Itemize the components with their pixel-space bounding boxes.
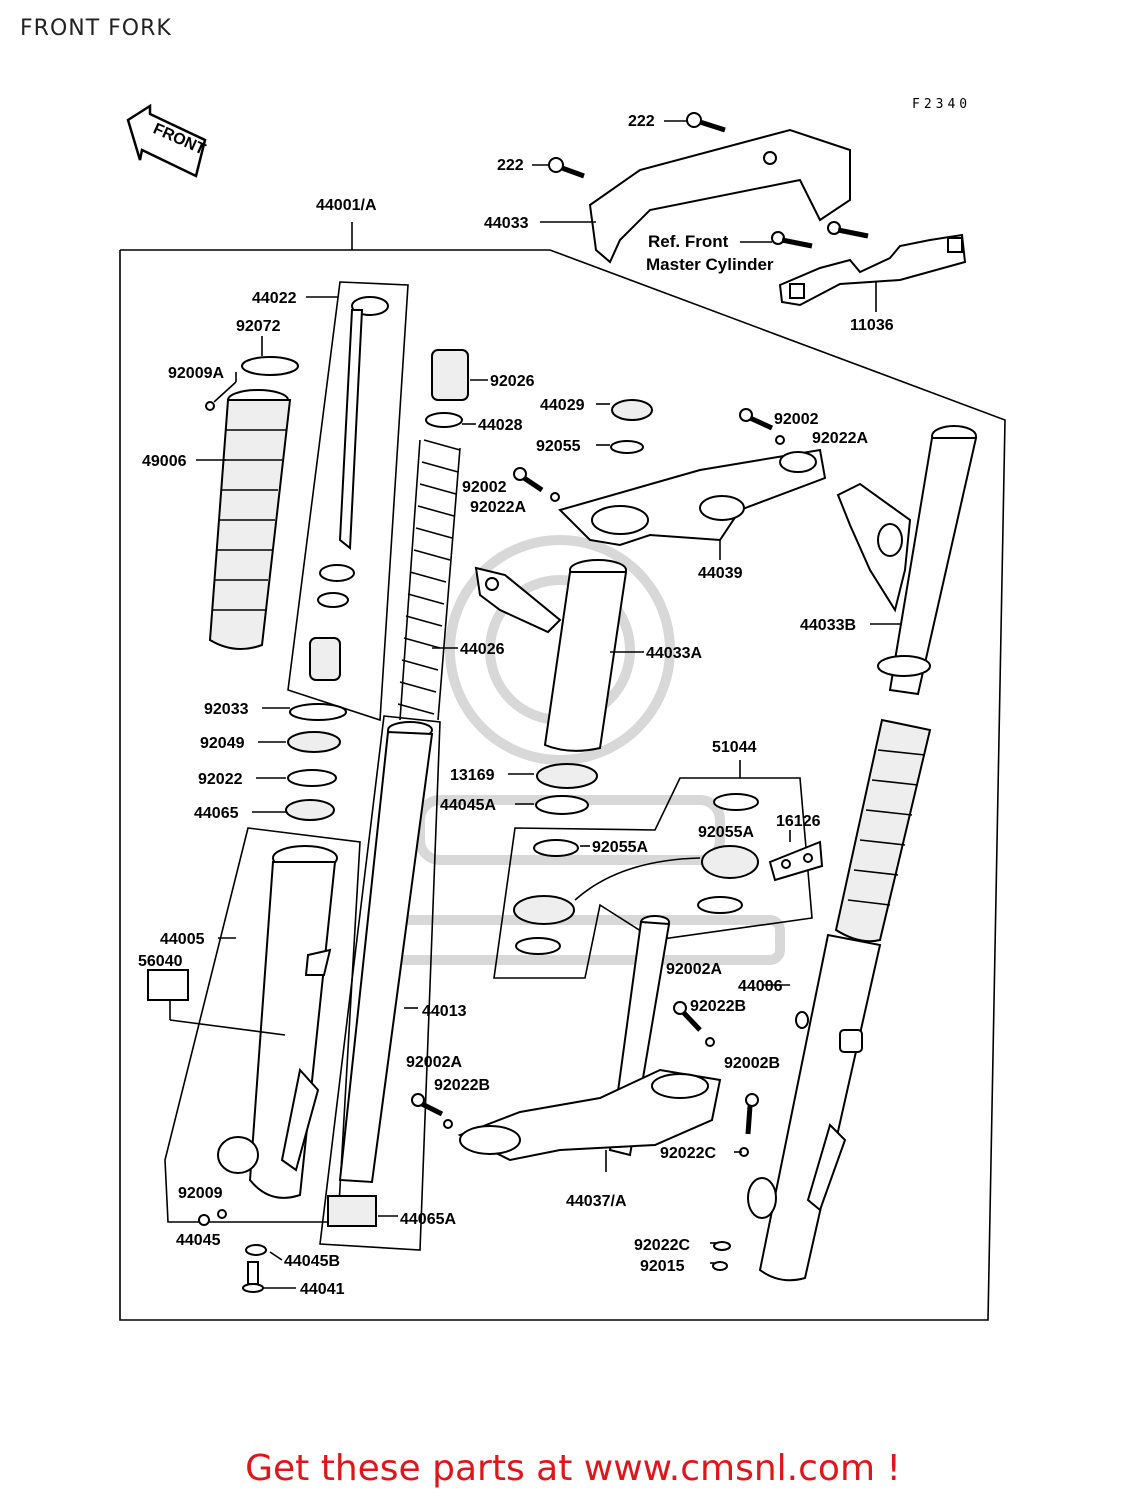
part-label-222-lower: 222 — [497, 157, 524, 174]
label-56040 — [147, 969, 286, 1036]
part-label-44045b: 44045B — [284, 1253, 340, 1270]
ref-note-line-1: Ref. Front — [648, 232, 729, 251]
part-label-92002a-lower: 92002A — [406, 1054, 462, 1071]
inner-tube-group-box — [287, 281, 409, 722]
bearing-kit-parts — [513, 793, 759, 955]
fork-spring — [397, 349, 469, 721]
part-label-92022c-upper: 92022C — [660, 1145, 716, 1162]
part-label-44045a: 44045A — [440, 797, 496, 814]
part-label-44006: 44006 — [738, 978, 783, 995]
part-label-44065: 44065 — [194, 805, 239, 822]
part-label-13169: 13169 — [450, 767, 495, 784]
steering-tube-44033a — [543, 559, 628, 752]
part-label-44005: 44005 — [160, 931, 205, 948]
part-label-44041: 44041 — [300, 1281, 345, 1298]
part-labels: 222 222 44001/A 44033 11036 44022 92072 … — [138, 113, 894, 1298]
hose-fitting-16126 — [768, 840, 824, 882]
fork-boot-right — [834, 718, 932, 943]
fork-tube-44033b — [877, 425, 978, 696]
part-label-44013: 44013 — [422, 1003, 467, 1020]
small-fasteners-left — [198, 1209, 731, 1293]
part-label-92015: 92015 — [640, 1258, 685, 1275]
clamp-bolt-left — [771, 231, 813, 249]
part-label-92026: 92026 — [490, 373, 535, 390]
diagram-code: F2340 — [912, 97, 971, 112]
bolt-222-upper — [686, 112, 726, 133]
part-label-44033: 44033 — [484, 215, 529, 232]
clamp-plate-11036 — [778, 233, 967, 307]
bearing-13169 — [535, 763, 598, 815]
part-label-92022b-lower: 92022B — [434, 1077, 490, 1094]
bolt-92002-left — [513, 467, 560, 502]
ref-note-line-2: Master Cylinder — [646, 255, 774, 274]
leader-lines — [196, 120, 900, 1289]
dust-cover-bellows — [208, 356, 299, 650]
part-label-44045: 44045 — [176, 1232, 221, 1249]
outer-tube-group-box — [164, 827, 361, 1223]
part-label-44028: 44028 — [478, 417, 523, 434]
part-label-44065a: 44065A — [400, 1211, 456, 1228]
bolt-222-lower — [548, 157, 585, 179]
damper-rod-tube — [327, 721, 434, 1227]
part-label-44029: 44029 — [540, 397, 585, 414]
part-label-92049: 92049 — [200, 735, 245, 752]
fork-outer-tube-right — [747, 933, 882, 1282]
part-label-44039: 44039 — [698, 565, 743, 582]
part-label-92009a: 92009A — [168, 365, 224, 382]
part-label-51044: 51044 — [712, 739, 757, 756]
part-label-92055a-left: 92055A — [592, 839, 648, 856]
part-label-92055a-right: 92055A — [698, 824, 754, 841]
part-label-44033a: 44033A — [646, 645, 702, 662]
part-label-44001a: 44001/A — [316, 197, 377, 214]
part-label-92002-left: 92002 — [462, 479, 507, 496]
assembly-outline — [119, 222, 1006, 1321]
part-label-92022a-left: 92022A — [470, 499, 526, 516]
top-bracket-44039 — [558, 448, 827, 547]
footer-parts-link[interactable]: Get these parts at www.cmsnl.com ! — [245, 1448, 901, 1489]
bearing-kit-group-box — [493, 777, 813, 979]
page-title: FRONT FORK — [20, 16, 172, 41]
seal-stack — [285, 703, 347, 821]
part-label-16126: 16126 — [776, 813, 821, 830]
part-label-92022b-stem: 92022B — [690, 998, 746, 1015]
part-label-92072: 92072 — [236, 318, 281, 335]
part-label-44033b: 44033B — [800, 617, 856, 634]
cap-44029 — [610, 399, 653, 454]
fork-inner-tube — [309, 296, 389, 681]
part-label-92022c-lower: 92022C — [634, 1237, 690, 1254]
bolt-92002a-lower-right — [673, 1001, 715, 1047]
lower-bracket-44037 — [457, 1068, 722, 1162]
part-label-92002a-stem: 92002A — [666, 961, 722, 978]
bolt-92002-top — [739, 408, 785, 445]
clamp-screw-92009a — [205, 401, 215, 411]
part-label-92009: 92009 — [178, 1185, 223, 1202]
part-label-92022: 92022 — [198, 771, 243, 788]
part-label-44037a: 44037/A — [566, 1193, 627, 1210]
part-label-92055: 92055 — [536, 438, 581, 455]
part-label-92002-top: 92002 — [774, 411, 819, 428]
part-label-44022: 44022 — [252, 290, 297, 307]
clamp-bolt-right — [827, 221, 869, 239]
part-label-44026: 44026 — [460, 641, 505, 658]
part-label-222-upper: 222 — [628, 113, 655, 130]
part-label-56040: 56040 — [138, 953, 183, 970]
bolt-92002b-lower — [739, 1093, 759, 1157]
bolt-92002a-lower-left — [411, 1093, 453, 1129]
fork-outer-tube-left — [217, 845, 338, 1199]
fork-mount-bracket-right — [836, 482, 912, 613]
damper-rod-group-box — [319, 715, 441, 1251]
part-label-49006: 49006 — [142, 453, 187, 470]
front-direction-arrow: FRONT — [126, 103, 208, 178]
part-label-11036: 11036 — [850, 317, 894, 334]
fork-light-bracket — [474, 566, 562, 634]
front-fork-exploded-diagram: F2340 FRONT — [119, 97, 1006, 1321]
part-label-92022a-top: 92022A — [812, 430, 868, 447]
part-label-92033: 92033 — [204, 701, 249, 718]
handlebar-bracket — [588, 128, 851, 264]
part-label-92002b: 92002B — [724, 1055, 780, 1072]
